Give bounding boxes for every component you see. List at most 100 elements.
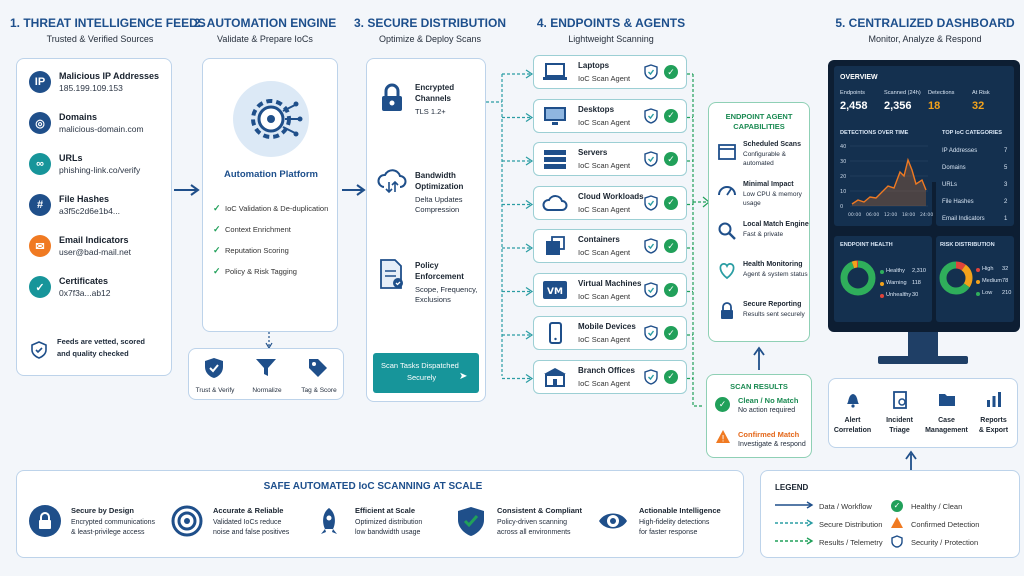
rocket-icon: [321, 508, 337, 534]
endpoint-agent: IoC Scan Agent: [578, 74, 631, 83]
action-label: Management: [925, 427, 968, 434]
endpoint-card[interactable]: Cloud Workloads IoC Scan Agent ✓: [533, 185, 687, 220]
benefit-desc: Validated IoCs reduce: [213, 519, 282, 526]
shield-icon: [644, 325, 658, 341]
automation-step: Reputation Scoring: [225, 246, 289, 255]
tool-label-trust: Trust & Verify: [195, 387, 235, 394]
clean-label: Clean / No Match: [738, 396, 799, 405]
endpoint-agent: IoC Scan Agent: [578, 161, 631, 170]
check-icon: ✓: [213, 203, 221, 213]
feed-value: a3f5c2d6e1b4...: [59, 206, 120, 216]
feed-value: phishing-link.co/verify: [59, 165, 141, 175]
endpoint-card[interactable]: Containers IoC Scan Agent ✓: [533, 229, 687, 263]
benefit-desc: High-fidelity detections: [639, 519, 710, 526]
endpoint-card[interactable]: Servers IoC Scan Agent ✓: [533, 142, 687, 176]
legend-dot: [880, 294, 884, 298]
benefit-desc: low bandwidth usage: [355, 529, 421, 536]
benefit-desc: Encrypted communications: [71, 519, 156, 526]
cloud-icon: [542, 194, 568, 211]
shield-icon: [644, 238, 658, 254]
distribution-desc: TLS 1.2+: [415, 107, 446, 116]
endpoint-agent: IoC Scan Agent: [578, 117, 631, 127]
legend-title: LEGEND: [775, 483, 809, 492]
check-circle-icon: ✓: [664, 195, 678, 210]
arrow-legend-up: [905, 450, 917, 472]
endpoint-card[interactable]: VM Virtual Machines IoC Scan Agent ✓: [533, 272, 687, 307]
y-tick: 30: [840, 159, 846, 165]
endpoint-agent: IoC Scan Agent: [578, 335, 631, 344]
funnel-icon: [255, 358, 277, 378]
automation-step: IoC Validation & De-duplication: [225, 204, 329, 213]
scan-results-title: SCAN RESULTS: [730, 382, 788, 391]
tool-label-tag: Tag & Score: [301, 387, 337, 394]
padlock-icon: [379, 83, 405, 113]
arrow-automation-to-distribution: [342, 184, 366, 196]
y-tick: 0: [840, 204, 843, 210]
legend-dot: [976, 268, 980, 272]
stat-value: 2,458: [840, 100, 868, 112]
folder-icon: [939, 394, 955, 406]
top-category-name: URLs: [942, 182, 958, 188]
magnifier-icon: [718, 222, 736, 240]
feed-label: Malicious IP Addresses: [59, 71, 160, 81]
check-icon: ✓: [213, 224, 221, 234]
risk-distribution-panel: [936, 236, 1014, 322]
cloud-sync-icon: [377, 167, 407, 195]
clipboard-icon: [893, 391, 907, 409]
health-value: 118: [912, 280, 921, 286]
feed-label: Domains: [59, 112, 98, 122]
target-icon: [171, 505, 203, 537]
action-label: Correlation: [833, 427, 872, 434]
feed-label: URLs: [59, 153, 83, 163]
legend-dot: [976, 280, 980, 284]
feed-value: 185.199.109.153: [59, 83, 123, 93]
donut-slice: [840, 260, 876, 296]
dispatch-line2: Securely: [407, 373, 437, 382]
globe-icon: ◎: [29, 112, 51, 134]
endpoint-name: Laptops: [578, 61, 610, 70]
dispatch-button[interactable]: Scan Tasks Dispatched Securely ➤: [373, 353, 479, 393]
top-category-name: IP Addresses: [942, 148, 978, 154]
certificate-icon: ✓: [29, 276, 51, 298]
distribution-title: Enforcement: [415, 272, 464, 281]
arrow-results-to-capabilities: [753, 346, 765, 370]
legend-label-security: Security / Protection: [911, 538, 979, 547]
feed-label: File Hashes: [59, 194, 110, 204]
endpoint-card[interactable]: Branch Offices IoC Scan Agent ✓: [533, 359, 687, 394]
ip-icon: IP: [29, 71, 51, 93]
capabilities-title-line1: ENDPOINT AGENT: [725, 112, 793, 121]
top-category-count: 5: [1004, 165, 1008, 171]
risk-distribution-title: RISK DISTRIBUTION: [940, 242, 995, 248]
scale-banner: SAFE AUTOMATED IoC SCANNING AT SCALE Sec…: [16, 470, 744, 558]
benefit-desc: noise and false positives: [213, 529, 290, 536]
detections-chart-panel: [834, 124, 932, 226]
capability-desc: usage: [743, 200, 761, 207]
risk-value: 78: [1002, 278, 1009, 284]
action-label: Reports: [980, 417, 1007, 424]
endpoint-card[interactable]: Desktops IoC Scan Agent ✓: [533, 98, 687, 133]
legend-label-workflow: Data / Workflow: [819, 502, 872, 511]
eye-icon: [599, 513, 627, 529]
automation-step: Policy & Risk Tagging: [225, 267, 297, 276]
scan-results-panel: SCAN RESULTS ✓ Clean / No Match No actio…: [706, 374, 812, 458]
health-name: Healthy: [886, 268, 905, 274]
action-button[interactable]: Reports& Export: [970, 379, 1017, 447]
endpoint-card[interactable]: Laptops IoC Scan Agent ✓: [533, 55, 687, 89]
capability-desc: Configurable &: [743, 151, 786, 158]
health-name: Unhealthy: [886, 292, 912, 298]
automation-tools-panel: Trust & Verify Normalize Tag & Score: [188, 348, 344, 400]
arrow-feeds-to-automation: [174, 184, 200, 196]
stat-label: At Risk: [972, 90, 990, 96]
legend-dot: [976, 292, 980, 296]
action-label: Triage: [889, 427, 910, 434]
endpoint-card[interactable]: Mobile Devices IoC Scan Agent ✓: [533, 316, 687, 350]
svg-text:!: !: [721, 435, 725, 445]
link-icon: ∞: [29, 153, 51, 175]
server-icon: [544, 150, 566, 169]
